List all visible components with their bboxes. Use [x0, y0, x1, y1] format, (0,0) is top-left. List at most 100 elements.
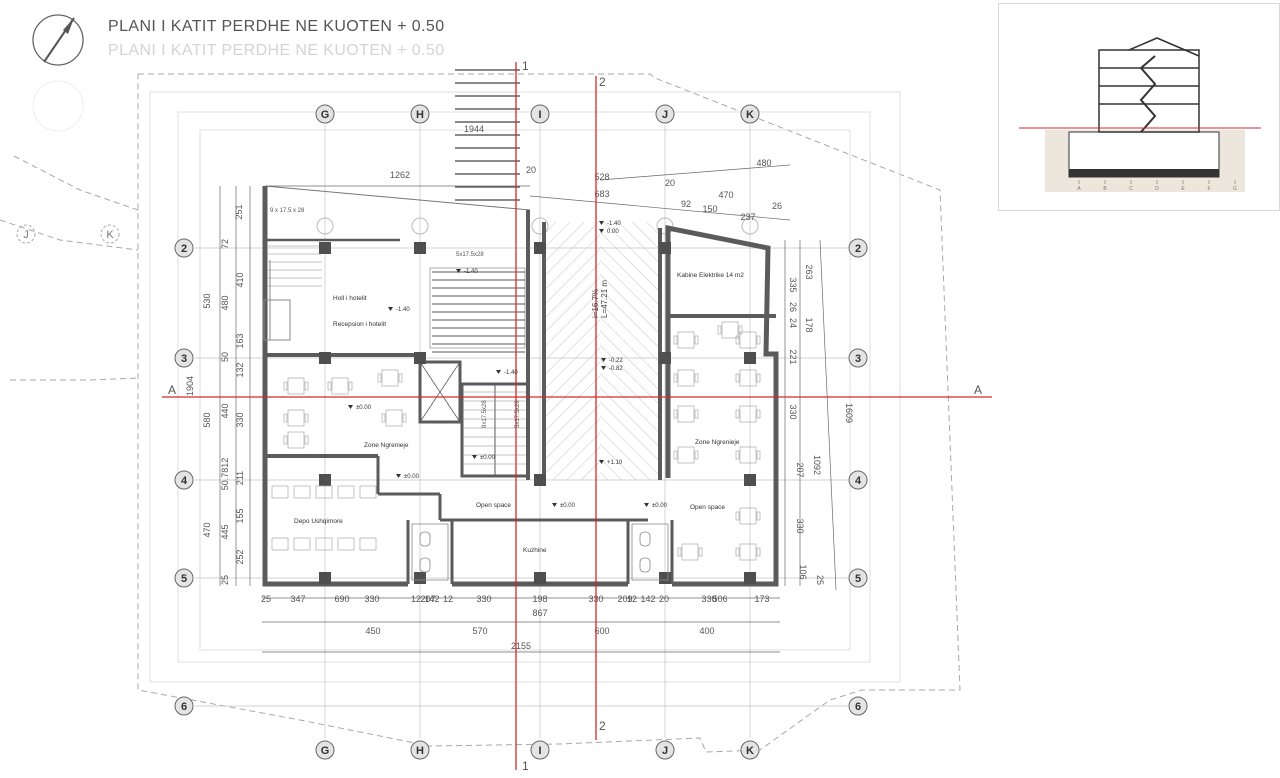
level-label: ±0.00: [480, 455, 496, 461]
room-label: Open space: [476, 502, 511, 509]
dimension-label: 335: [788, 277, 798, 292]
dimension-label: 330: [235, 412, 245, 427]
level-triangle-icon: [599, 221, 604, 225]
dimension-label: 155: [235, 508, 245, 523]
dimension-label: 330: [476, 594, 491, 604]
grid-bubble-G: [315, 104, 335, 124]
walls: [262, 185, 779, 587]
table: [677, 369, 695, 387]
stair-label: 5x17.5x28: [456, 252, 484, 258]
grid-bubble-I: [530, 104, 550, 124]
chair: [756, 450, 761, 460]
table: [381, 369, 399, 387]
grid-bubble-G: [315, 740, 335, 760]
dimension-label: 142: [640, 594, 655, 604]
dimension-label: 12: [443, 594, 453, 604]
section-mark-2-top: 2: [599, 75, 606, 89]
level-triangle-icon: [388, 307, 393, 311]
chair: [756, 547, 761, 557]
table: [287, 377, 305, 395]
dimension-label: 263: [804, 264, 814, 279]
table: [287, 409, 305, 427]
table: [677, 331, 695, 349]
column: [744, 474, 756, 486]
dimension-label: 251: [234, 204, 244, 219]
grid-bubble-ghost: [741, 217, 759, 235]
room-label: Kabine Elektrike 14 m2: [677, 272, 744, 279]
chair: [677, 547, 682, 557]
chair: [735, 409, 740, 419]
table: [739, 507, 757, 525]
grid-label-G: G: [321, 745, 330, 757]
dimension-label: 530: [202, 293, 212, 308]
grid-bubble-5: [174, 568, 194, 588]
grid-label-3: 3: [855, 353, 861, 365]
chair: [381, 413, 386, 423]
dimension-label: 347: [290, 594, 305, 604]
dimension-label: 683: [594, 189, 609, 199]
grid-label-J: J: [662, 109, 668, 121]
dimension-label: 24: [788, 318, 798, 328]
level-triangle-icon: [601, 366, 606, 370]
dimension-label: 132: [235, 362, 245, 377]
chair: [717, 325, 722, 335]
storage-shelf: [271, 485, 289, 499]
storage-shelf: [359, 485, 377, 499]
column: [414, 572, 426, 584]
grid-label-K: K: [746, 109, 754, 121]
storage-shelf: [293, 485, 311, 499]
chair: [283, 413, 288, 423]
dining-tables: [271, 321, 761, 561]
grid-label-6: 6: [855, 701, 861, 713]
level-triangle-icon: [456, 269, 461, 273]
room-label: Zone Ngrenieje: [364, 442, 409, 449]
grid-bubble-4: [174, 470, 194, 490]
level-triangle-icon: [552, 503, 557, 507]
section-cut-lines: [162, 62, 992, 770]
level-triangle-icon: [599, 460, 604, 464]
dimension-label: 173: [754, 594, 769, 604]
level-triangle-icon: [496, 370, 501, 374]
north-arrow-icon: [32, 14, 84, 132]
grid-label-outer-J: J: [23, 229, 29, 241]
column: [534, 242, 546, 254]
grid-label-6: 6: [181, 701, 187, 713]
inset-grid-label: E: [1181, 186, 1185, 192]
column: [319, 352, 331, 364]
dimension-label: 150: [702, 204, 717, 214]
drawing-title-ghost: PLANI I KATIT PERDHE NE KUOTEN + 0.50: [108, 42, 445, 59]
level-label: -1.40: [607, 221, 621, 227]
grid-label-outer-K: K: [106, 229, 114, 241]
dimension-label: 237: [740, 212, 755, 222]
inset-grid-label: D: [1155, 186, 1159, 192]
stair-core: [268, 210, 530, 480]
chair: [735, 547, 740, 557]
section-mark-2-bottom: 2: [599, 719, 606, 733]
dimension-label: 178: [804, 317, 814, 332]
chair: [348, 381, 353, 391]
ramp-slope-label: i=16.7%: [591, 289, 600, 318]
level-label: -1.40: [504, 370, 518, 376]
dimension-label: 211: [235, 471, 245, 485]
column: [319, 572, 331, 584]
dimension-label: 207: [795, 462, 805, 477]
structural-grid: [195, 125, 848, 738]
dimension-label: 690: [334, 594, 349, 604]
parking-ramp: [542, 222, 662, 480]
toilets: [411, 523, 669, 581]
chair: [735, 335, 740, 345]
grid-label-2: 2: [855, 243, 861, 255]
column: [414, 352, 426, 364]
chair: [735, 511, 740, 521]
storage-shelf: [315, 537, 333, 551]
level-label: 0.00: [607, 229, 619, 235]
dimension-label: 450: [365, 626, 380, 636]
level-label: ±0.00: [652, 503, 668, 509]
column: [414, 242, 426, 254]
dimension-label: 92: [681, 199, 691, 209]
